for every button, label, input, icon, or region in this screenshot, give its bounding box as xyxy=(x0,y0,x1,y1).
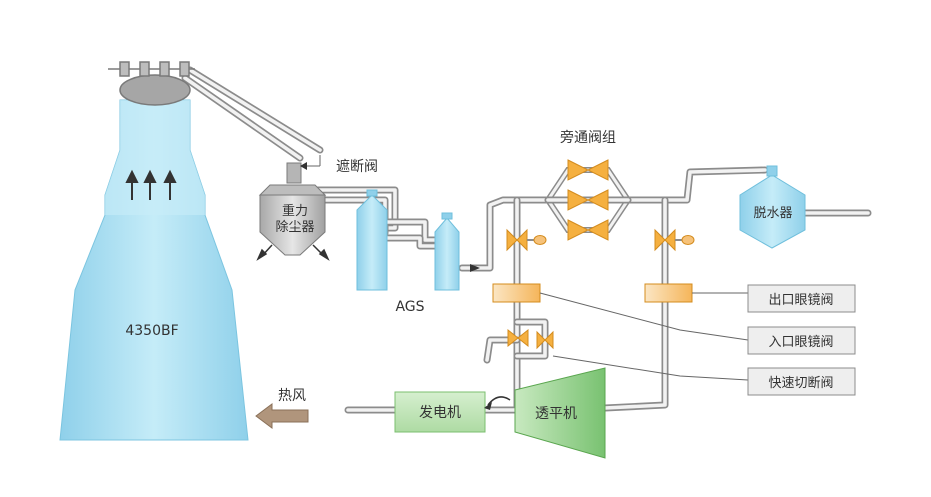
dehydrator-label: 脱水器 xyxy=(753,206,792,221)
furnace-label: 4350BF xyxy=(125,323,178,339)
inlet-main-valve xyxy=(506,228,547,252)
legend-inlet-label: 入口眼镜阀 xyxy=(768,335,833,350)
inlet-goggle-valve xyxy=(492,283,541,303)
hot-air-arrow: 热风 xyxy=(255,388,309,429)
turbine-label: 透平机 xyxy=(535,406,577,422)
legend: 出口眼镜阀 入口眼镜阀 快速切断阀 xyxy=(539,284,856,396)
dehydrator: 脱水器 xyxy=(739,165,806,249)
generator: 发电机 xyxy=(394,391,486,433)
hot-air-label: 热风 xyxy=(278,388,306,404)
ags-label: AGS xyxy=(395,299,424,315)
turbine: 透平机 xyxy=(514,367,606,459)
quick-cut-valve xyxy=(507,328,554,350)
shutoff-valve-label: 遮断阀 xyxy=(336,159,378,175)
outlet-goggle-valve xyxy=(644,283,693,303)
bypass-group-label: 旁通阀组 xyxy=(560,129,616,146)
bypass-valve-2 xyxy=(567,189,609,211)
dust-collector-line2: 除尘器 xyxy=(275,220,314,235)
bypass-valve-group: 旁通阀组 xyxy=(544,129,632,241)
legend-quickcut-label: 快速切断阀 xyxy=(768,376,833,391)
rotation-arrow-icon xyxy=(484,396,511,410)
legend-inlet-box xyxy=(747,326,856,355)
dust-collector-line1: 重力 xyxy=(282,203,308,219)
ags-vessels: AGS xyxy=(356,189,480,315)
gravity-dust-collector: 重力 除尘器 xyxy=(256,162,330,261)
bypass-valve-3 xyxy=(567,219,609,241)
legend-outlet-label: 出口眼镜阀 xyxy=(768,293,833,308)
upflow-arrows xyxy=(125,169,177,200)
legend-outlet-box xyxy=(747,284,856,313)
blast-furnace: 4350BF xyxy=(59,61,249,441)
shutoff-valve-callout: 遮断阀 xyxy=(300,155,378,175)
legend-quickcut-box xyxy=(747,367,856,396)
generator-label: 发电机 xyxy=(419,405,461,421)
bypass-valve-1 xyxy=(567,159,609,181)
outlet-main-valve xyxy=(654,228,695,252)
pipe-network xyxy=(181,66,872,414)
